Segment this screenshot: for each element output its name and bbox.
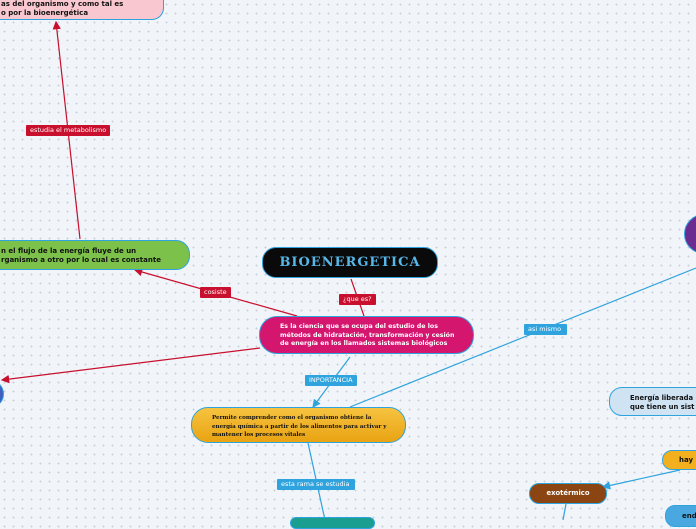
node-text-line: de energía en los llamados sistemas biol… [280, 340, 448, 348]
node-text-line: métodos de hidratación, transformación y… [280, 331, 455, 339]
node-text-line: n el flujo de la energía fluye de un [1, 247, 137, 255]
node-text-line: o por la bioenergética [1, 8, 89, 17]
label-importancia[interactable]: INPORTANCIA [305, 375, 357, 386]
link-central-to-left [0, 347, 261, 384]
node-importancia-detalle[interactable]: Permite comprender como el organismo obt… [191, 407, 406, 443]
node-title-bioenergetica[interactable]: BIOENERGETICA [262, 247, 438, 278]
node-text: end [682, 512, 696, 520]
node-hay[interactable]: hay [662, 450, 696, 470]
node-text-line: rganismo a otro por lo cual es constante [1, 255, 161, 264]
node-energia-liberada[interactable]: Energía liberada que tiene un sist [609, 387, 696, 416]
node-text-line: Permite comprender como el organismo obt… [212, 415, 372, 421]
node-text: exotérmico [546, 489, 590, 497]
node-definicion-central[interactable]: Es la ciencia que se ocupa del estudio d… [259, 316, 474, 354]
label-asi-mismo[interactable]: asi mismo [524, 324, 567, 335]
node-end[interactable]: end [665, 505, 696, 527]
link-hay-to-exotermico [601, 469, 681, 490]
node-text-line: mantener los procesos vitales [212, 432, 306, 439]
title-text: BIOENERGETICA [279, 255, 421, 270]
node-text-line: Es la ciencia que se ocupa del estudio d… [280, 323, 439, 330]
node-text-line: energía química a partir de los alimento… [212, 423, 387, 430]
label-consiste[interactable]: cosiste [200, 287, 231, 298]
label-esta-rama[interactable]: esta rama se estudia [277, 479, 355, 490]
node-text-line: que tiene un sist [630, 402, 695, 411]
node-flujo-energia[interactable]: n el flujo de la energía fluye de un rga… [0, 240, 190, 270]
node-exotermico[interactable]: exotérmico [529, 483, 607, 504]
label-que-es[interactable]: ¿que es? [339, 294, 376, 305]
link-orange-to-purple [349, 267, 696, 408]
node-bottom-cropped[interactable] [290, 517, 375, 529]
node-text-line: Energía liberada [630, 394, 694, 402]
label-estudia-metabolismo[interactable]: estudia el metabolismo [26, 125, 111, 136]
node-text: hay [679, 456, 694, 464]
node-metabolismo-description[interactable]: as del organismo y como tal es o por la … [0, 0, 164, 20]
link-exotermico-down [562, 503, 567, 520]
node-text-line: as del organismo y como tal es [1, 0, 124, 8]
